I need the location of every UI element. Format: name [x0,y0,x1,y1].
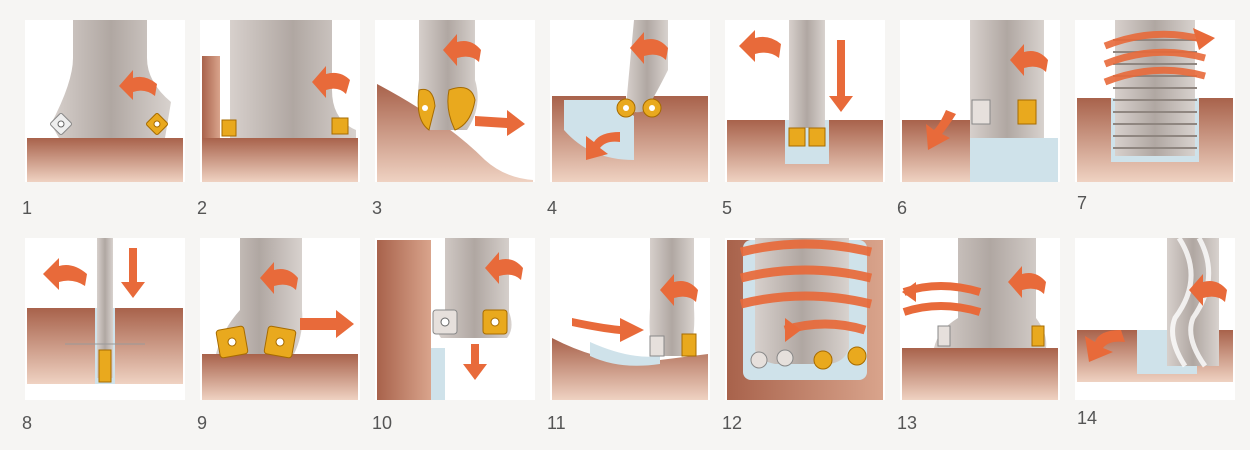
panel-number: 12 [722,413,742,433]
circular-interpolation-illustration [725,238,885,400]
panel-14 [1075,238,1235,400]
slot-milling-illustration [725,20,885,182]
ramping-illustration [550,238,710,400]
profile-milling-illustration [375,20,535,182]
panel-5 [725,20,885,182]
insert-left [433,310,457,334]
step-milling-illustration [900,20,1060,182]
insert [751,352,767,368]
panel-10 [375,238,535,400]
workpiece [377,240,431,400]
pocketing-illustration [550,20,710,182]
panel-number: 3 [372,198,382,218]
insert-right [809,128,825,146]
insert-right [1018,100,1036,124]
insert-right [1032,326,1044,346]
panel-number: 9 [197,413,207,433]
insert-right [264,326,296,358]
plunge-cut [431,348,445,400]
workpiece [202,354,358,400]
insert-left [972,100,990,124]
workpiece [202,138,358,182]
corner-milling-illustration [200,238,360,400]
milling-cutter [789,20,825,128]
face-milling-illustration [25,20,185,182]
panel-number: 4 [547,198,557,218]
panel-3 [375,20,535,182]
workpiece-wall [202,56,220,138]
panel-12 [725,238,885,400]
panel-number: 7 [1077,193,1087,213]
insert-left [222,120,236,136]
panel-number: 2 [197,198,207,218]
panel-2 [200,20,360,182]
plunge-milling-illustration [375,238,535,400]
insert-left [938,326,950,346]
insert-right [332,118,348,134]
panel-number: 13 [897,413,917,433]
panel-number: 5 [722,198,732,218]
panel-number: 8 [22,413,32,433]
panel-4 [550,20,710,182]
panel-number: 14 [1077,408,1097,428]
panel-9 [200,238,360,400]
panel-number: 10 [372,413,392,433]
workpiece [902,348,1058,400]
shoulder-milling-illustration [200,20,360,182]
insert-left [650,336,664,356]
helical-face-milling-illustration [900,238,1060,400]
insert-right [483,310,507,334]
end-mill-illustration [1075,238,1235,400]
thread-milling-illustration [1075,20,1235,182]
panel-number: 11 [547,413,566,433]
panel-13 [900,238,1060,400]
panel-6 [900,20,1060,182]
drill-insert [99,350,111,382]
panel-7 [1075,20,1235,182]
step-cut [970,138,1058,182]
panel-11 [550,238,710,400]
insert-right [682,334,696,356]
insert-left [789,128,805,146]
insert-left [216,326,248,358]
workpiece [27,138,183,182]
panel-8 [25,238,185,400]
panel-number: 1 [22,198,32,218]
panel-1 [25,20,185,182]
drilling-illustration [25,238,185,400]
panel-number: 6 [897,198,907,218]
